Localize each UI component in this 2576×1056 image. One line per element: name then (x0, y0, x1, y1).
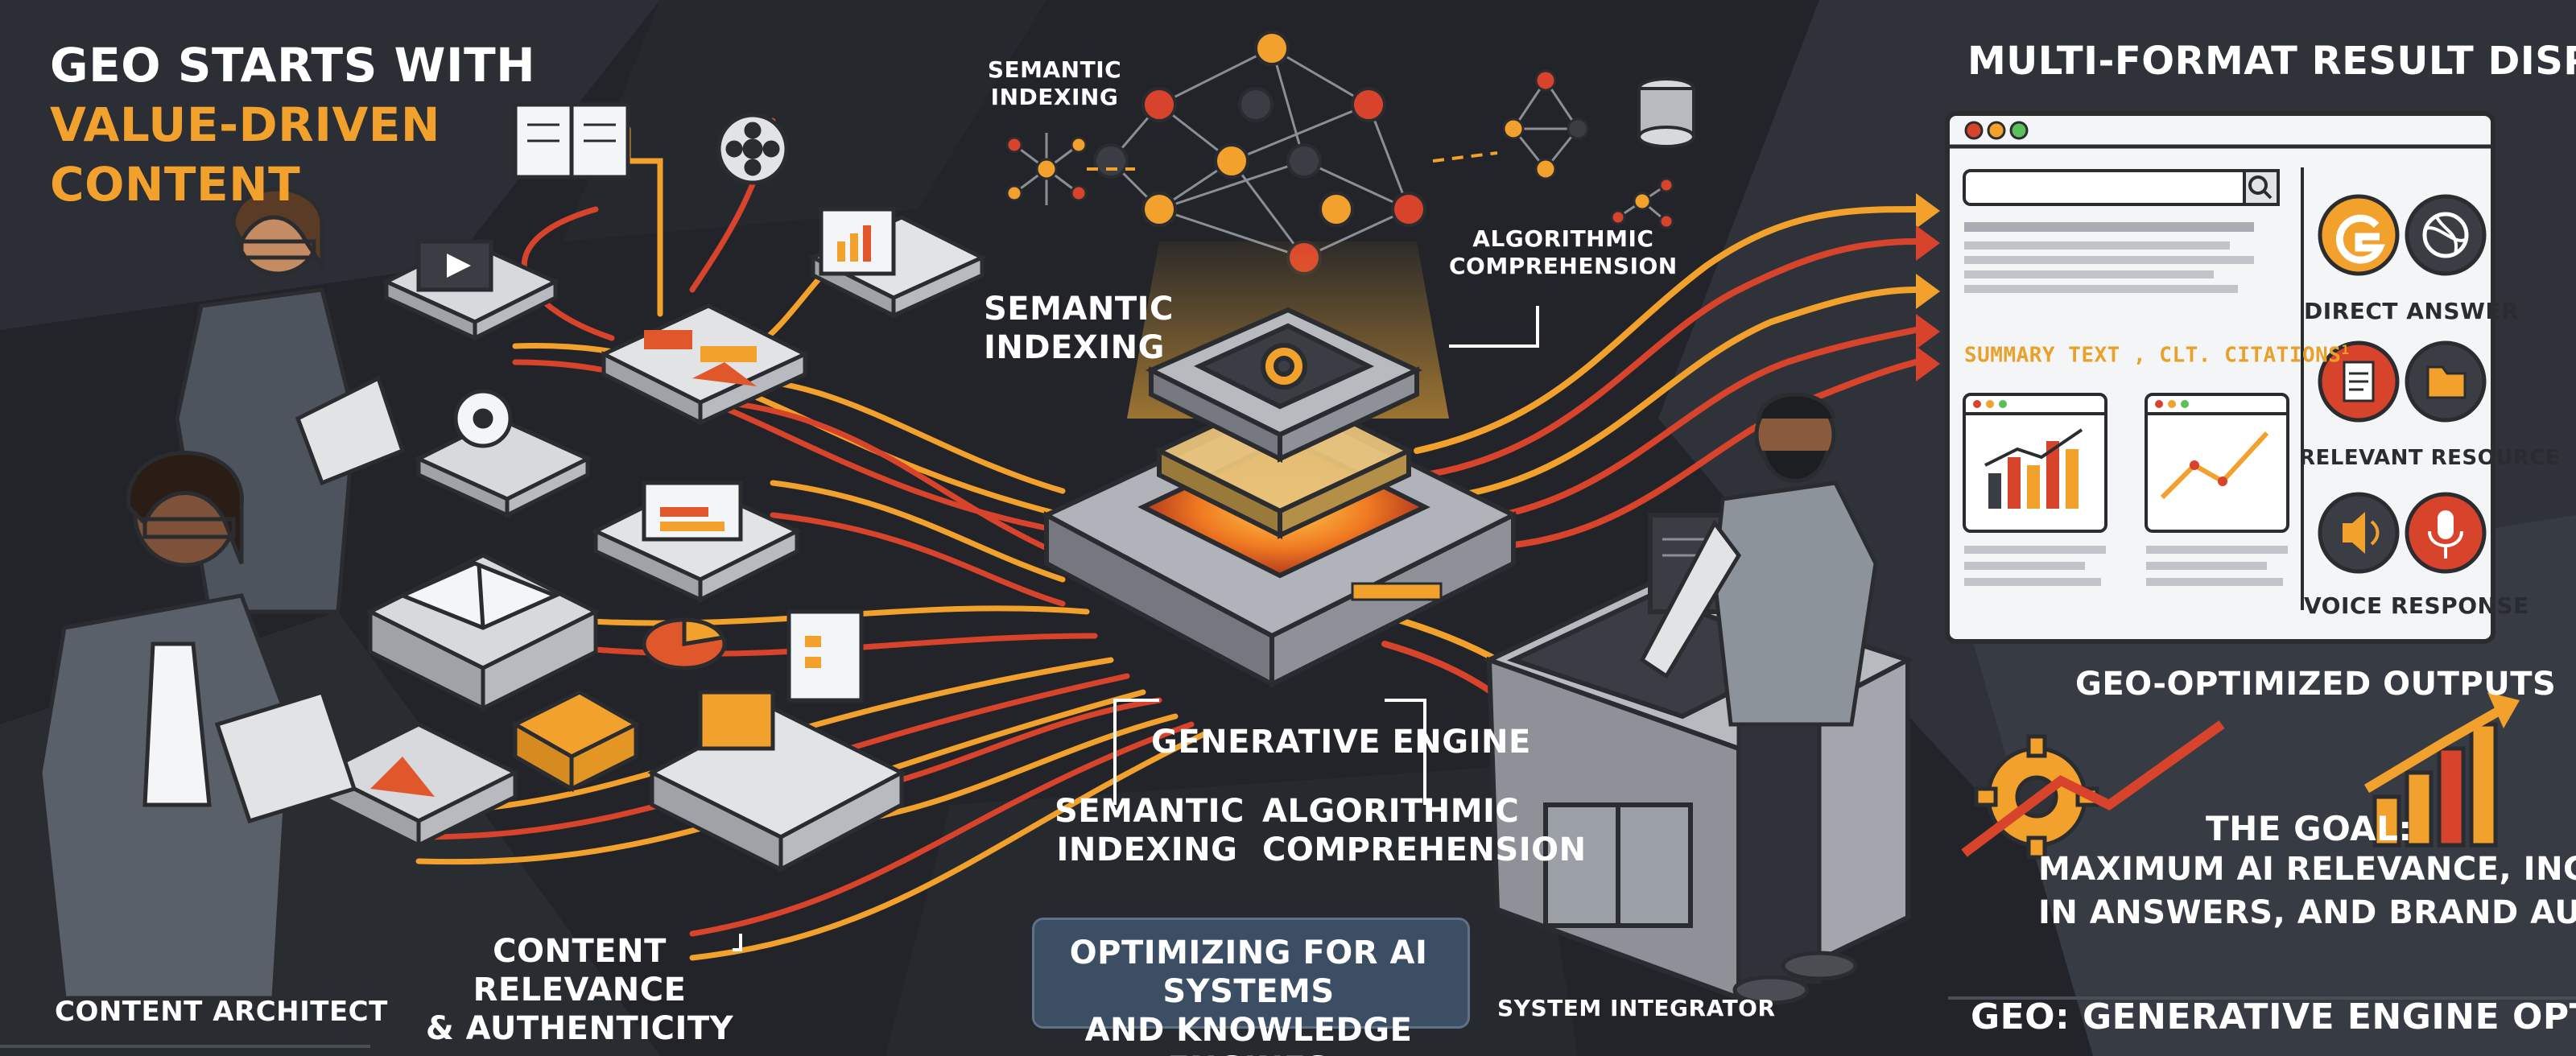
search-icon (2248, 175, 2268, 195)
result-label-relevant-resource: RELEVANT RESOURCE (2299, 446, 2561, 470)
outputs-label: GEO-OPTIMIZED OUTPUTS (2075, 666, 2557, 703)
goal-line-2: MAXIMUM AI RELEVANCE, INCLUSION (2038, 851, 2576, 888)
line-chart-card (2145, 393, 2289, 533)
goal-line-1: THE GOAL: (2206, 809, 2413, 848)
system-integrator-figure (1639, 392, 1878, 1005)
window-close-dot (1964, 121, 1984, 140)
label-semantic-indexing-bottom: SEMANTIC INDEXING (1055, 793, 1245, 868)
result-display-content (1950, 121, 2491, 610)
label-semantic-indexing-top: SEMANTIC INDEXING (987, 56, 1122, 110)
headline-line-3: CONTENT (50, 157, 301, 212)
generative-engine-core (1041, 307, 1519, 689)
bg-panel (1964, 515, 2576, 1056)
content-device (382, 239, 560, 342)
footer-title: GEO: GENERATIVE ENGINE OPTIMIZATION (1971, 996, 2576, 1037)
label-content-architect: CONTENT ARCHITECT (55, 996, 388, 1028)
optimizing-badge (1032, 918, 1470, 1029)
content-device (365, 553, 601, 712)
semantic-node-cluster (1005, 133, 1088, 205)
content-device (808, 207, 987, 320)
optimizing-badge-text: OPTIMIZING FOR AI SYSTEMS AND KNOWLEDGE … (1069, 934, 1428, 1056)
content-device (591, 481, 802, 604)
summary-text-main: SUMMARY TEXT , CLT. CITATIONS (1964, 343, 2342, 368)
architect-figure-front (38, 451, 357, 1000)
search-bar (1963, 169, 2280, 206)
window-minimize-dot (1987, 121, 2006, 140)
film-reel-device (716, 113, 789, 185)
summary-text: SUMMARY TEXT , CLT. CITATIONS1 (1964, 336, 2350, 369)
result-label-voice-response: VOICE RESPONSE (2304, 592, 2529, 619)
goal-line-3: IN ANSWERS, AND BRAND AUTHORITY (2038, 894, 2576, 931)
citation-mark: 1 (2341, 342, 2350, 357)
results-title: MULTI-FORMAT RESULT DISPLAY (1967, 39, 2576, 84)
bg-panel (564, 0, 1046, 241)
headline-line-2: VALUE-DRIVEN (50, 97, 440, 152)
content-device (510, 690, 641, 793)
window-maximize-dot (2009, 121, 2029, 140)
result-label-direct-answer: DIRECT ANSWER (2304, 298, 2520, 324)
bg-panel (0, 0, 660, 330)
database-icon (1637, 77, 1695, 148)
output-arrowheads (1916, 193, 1940, 309)
pie-chart-device (642, 617, 727, 670)
content-device (414, 389, 592, 519)
growth-chart-icon (1961, 692, 2520, 857)
algorithmic-node-cluster (1502, 69, 1674, 229)
label-generative-engine: GENERATIVE ENGINE (1151, 724, 1531, 761)
content-device (599, 303, 810, 427)
label-content-relevance: CONTENT RELEVANCE & AUTHENTICITY (425, 933, 734, 1047)
headline-line-1: GEO STARTS WITH (50, 38, 536, 93)
label-system-integrator: SYSTEM INTEGRATOR (1497, 995, 1776, 1021)
content-device (647, 609, 906, 873)
book-icon-device (513, 102, 630, 179)
label-algorithmic-comprehension-top: ALGORITHMIC COMPREHENSION (1449, 225, 1678, 279)
label-semantic-indexing-mid: SEMANTIC INDEXING (984, 291, 1174, 366)
